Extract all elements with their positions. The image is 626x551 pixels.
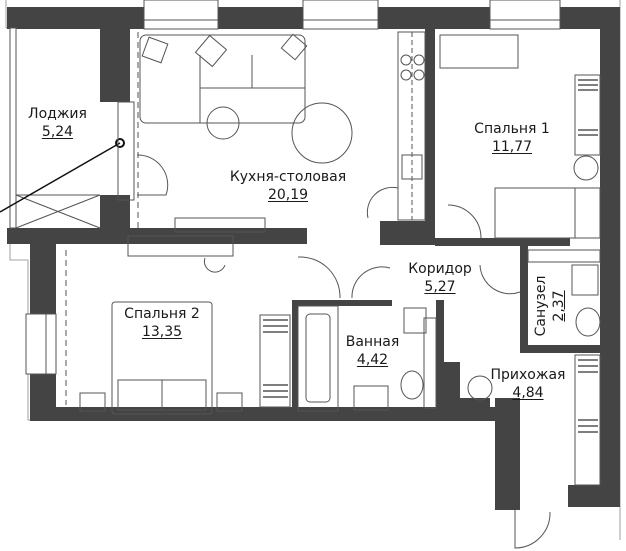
room-name: Спальня 1 — [474, 121, 550, 137]
fixtures — [0, 31, 601, 549]
room-label-loggia: Лоджия 5,24 — [20, 105, 95, 141]
room-label-bathroom: Ванная 4,42 — [335, 333, 410, 369]
room-area: 4,84 — [512, 385, 544, 401]
room-label-hallway: Прихожая 4,84 — [478, 366, 578, 402]
room-area: 13,35 — [141, 324, 183, 340]
room-name: Ванная — [345, 334, 400, 350]
room-area: 4,42 — [356, 352, 389, 368]
windows — [9, 0, 561, 375]
room-label-bedroom-2: Спальня 2 13,35 — [112, 305, 212, 341]
room-name: Коридор — [408, 261, 472, 277]
room-area: 11,77 — [491, 139, 533, 155]
room-label-bedroom-1: Спальня 1 11,77 — [462, 120, 562, 156]
room-name: Санузел — [533, 275, 549, 337]
room-label-kitchen: Кухня-столовая 20,19 — [208, 168, 368, 204]
wardrobe-hatching — [263, 79, 598, 433]
room-name: Прихожая — [490, 367, 566, 383]
room-label-toilet: Санузел 2,37 — [532, 266, 568, 346]
room-name: Спальня 2 — [124, 306, 200, 322]
room-area: 20,19 — [267, 187, 309, 203]
room-label-corridor: Коридор 5,27 — [395, 260, 485, 296]
room-area: 5,24 — [41, 124, 74, 140]
room-name: Кухня-столовая — [229, 169, 347, 185]
room-area: 2,37 — [551, 290, 567, 322]
room-name: Лоджия — [28, 106, 87, 122]
room-area: 5,27 — [424, 279, 456, 295]
